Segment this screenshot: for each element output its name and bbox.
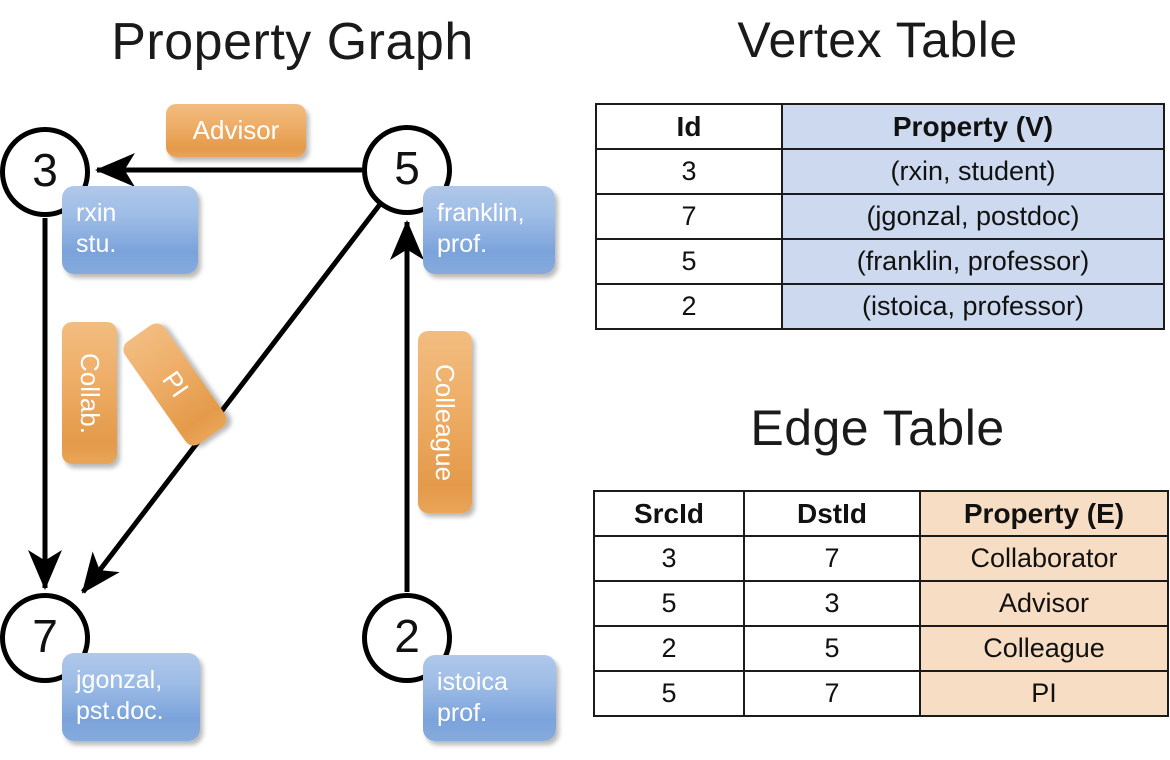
- vertex-row-2-id: 5: [595, 238, 783, 285]
- section-title-vertex-table: Vertex Table: [737, 12, 1018, 68]
- graph-node-2-property-line-2: prof.: [437, 698, 488, 727]
- table-row[interactable]: 5 (franklin, professor): [595, 238, 1165, 285]
- vertex-row-3-id: 2: [595, 283, 783, 330]
- vertex-table: Id Property (V) 3 (rxin, student) 7 (jgo…: [595, 103, 1165, 330]
- edge-table-header-dstid: DstId: [743, 490, 921, 537]
- edge-label-colleague: Colleague: [418, 331, 472, 513]
- graph-node-5-property-line-2: prof.: [437, 229, 488, 258]
- graph-node-5-property-line-1: franklin,: [437, 199, 525, 227]
- graph-node-5-property-box: franklin, prof.: [423, 186, 555, 274]
- edge-row-0-property: Collaborator: [919, 535, 1169, 582]
- edge-table-header-row: SrcId DstId Property (E): [593, 490, 1169, 537]
- edge-arrow-pi: [81, 201, 383, 594]
- table-row[interactable]: 3 7 Collaborator: [593, 535, 1169, 582]
- table-row[interactable]: 7 (jgonzal, postdoc): [595, 193, 1165, 240]
- table-row[interactable]: 3 (rxin, student): [595, 148, 1165, 195]
- graph-node-2-property-line-1: istoica: [437, 668, 508, 696]
- graph-node-2-id: 2: [394, 610, 420, 662]
- graph-node-2[interactable]: 2: [362, 593, 452, 683]
- graph-node-5-id: 5: [394, 142, 420, 194]
- graph-node-7-property-box: jgonzal, pst.doc.: [62, 653, 200, 741]
- edge-row-0-src: 3: [593, 535, 745, 582]
- edge-table-header-property: Property (E): [919, 490, 1169, 537]
- vertex-row-0-id: 3: [595, 148, 783, 195]
- vertex-table-header-property: Property (V): [781, 103, 1165, 150]
- graph-edges-layer: [28, 153, 424, 594]
- edge-table-header-srcid: SrcId: [593, 490, 745, 537]
- edge-label-advisor: Advisor: [166, 104, 306, 157]
- edge-row-2-dst: 5: [743, 625, 921, 672]
- table-row[interactable]: 5 3 Advisor: [593, 580, 1169, 627]
- section-title-edge-table: Edge Table: [750, 400, 1005, 456]
- edge-row-3-src: 5: [593, 670, 745, 717]
- graph-node-7-id: 7: [32, 610, 58, 662]
- vertex-row-0-property: (rxin, student): [781, 148, 1165, 195]
- graph-node-3-id: 3: [32, 144, 58, 196]
- edge-table: SrcId DstId Property (E) 3 7 Collaborato…: [593, 490, 1169, 717]
- vertex-row-1-property: (jgonzal, postdoc): [781, 193, 1165, 240]
- graph-node-7-property-line-1: jgonzal,: [76, 666, 163, 694]
- edge-label-collab-text: Collab.: [75, 352, 105, 434]
- graph-node-3-property-box: rxin stu.: [62, 186, 198, 274]
- graph-node-2-property-box: istoica prof.: [423, 655, 556, 741]
- edge-row-1-property: Advisor: [919, 580, 1169, 627]
- table-row[interactable]: 5 7 PI: [593, 670, 1169, 717]
- property-graph-diagram: 3 rxin stu. 5 franklin, prof. 7 jgonzal,…: [0, 104, 556, 741]
- edge-row-3-property: PI: [919, 670, 1169, 717]
- table-row[interactable]: 2 (istoica, professor): [595, 283, 1165, 330]
- edge-row-1-src: 5: [593, 580, 745, 627]
- page-title-property-graph: Property Graph: [111, 13, 474, 71]
- vertex-row-2-property: (franklin, professor): [781, 238, 1165, 285]
- edge-label-collab: Collab.: [62, 322, 117, 464]
- graph-node-3-property-line-2: stu.: [76, 229, 117, 258]
- table-row[interactable]: 2 5 Colleague: [593, 625, 1169, 672]
- vertex-row-1-id: 7: [595, 193, 783, 240]
- graph-node-7-property-line-2: pst.doc.: [76, 696, 164, 725]
- graph-node-3-property-line-1: rxin: [76, 199, 117, 227]
- edge-label-pi-text: PI: [156, 365, 195, 403]
- vertex-table-header-id: Id: [595, 103, 783, 150]
- edge-row-0-dst: 7: [743, 535, 921, 582]
- edge-row-1-dst: 3: [743, 580, 921, 627]
- graph-node-5[interactable]: 5: [362, 125, 452, 215]
- edge-row-2-src: 2: [593, 625, 745, 672]
- vertex-table-header-row: Id Property (V): [595, 103, 1165, 150]
- edge-row-2-property: Colleague: [919, 625, 1169, 672]
- edge-label-advisor-text: Advisor: [192, 115, 280, 145]
- edge-label-colleague-text: Colleague: [430, 363, 461, 481]
- edge-row-3-dst: 7: [743, 670, 921, 717]
- vertex-row-3-property: (istoica, professor): [781, 283, 1165, 330]
